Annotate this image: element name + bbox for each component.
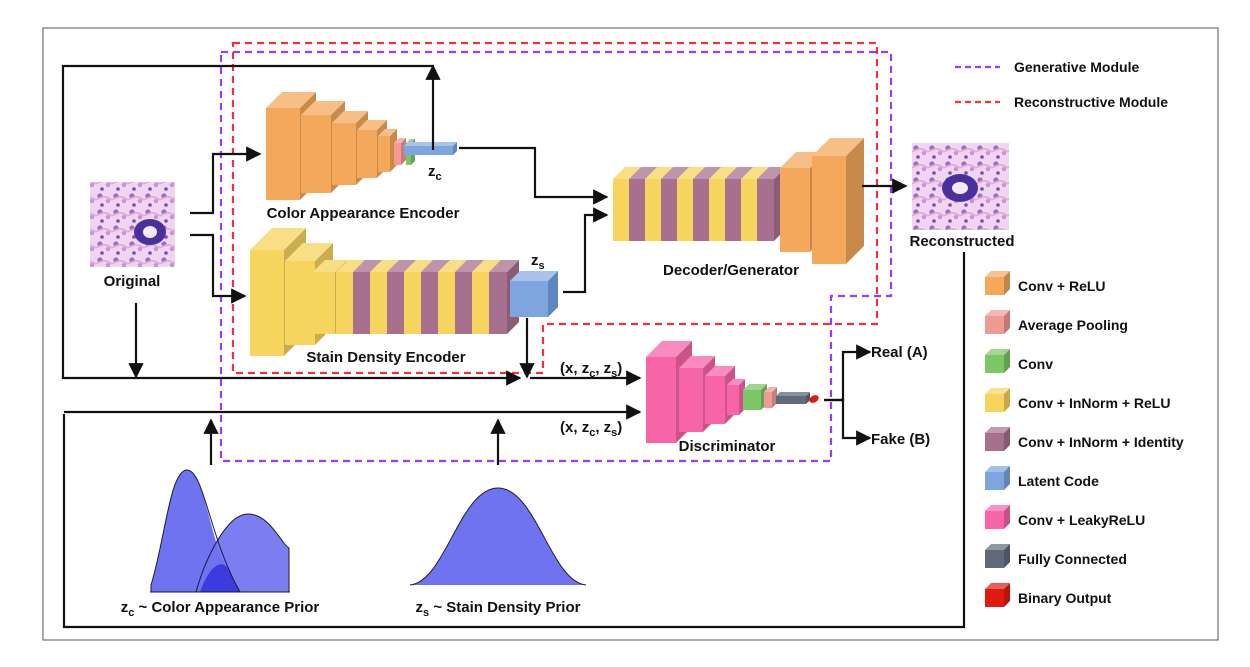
tuple-label-bottom: (x, zc, zs)	[560, 419, 622, 439]
legend-swatch	[985, 388, 1010, 412]
zc-label: zc	[428, 163, 442, 183]
legend-swatch	[985, 349, 1010, 373]
legend-label: Fully Connected	[1018, 551, 1127, 567]
fake-output-label: Fake (B)	[871, 431, 930, 448]
legend-label: Conv + InNorm + ReLU	[1018, 395, 1170, 411]
legend-item: Average Pooling	[985, 310, 1128, 334]
legend-label: Conv + ReLU	[1018, 278, 1106, 294]
latent-code-zc	[404, 142, 457, 155]
disc-layer	[727, 379, 745, 415]
stain-encoder-label: Stain Density Encoder	[306, 349, 465, 366]
decoder-upconv	[812, 138, 864, 264]
decoder-label: Decoder/Generator	[663, 262, 799, 279]
legend-swatch	[985, 310, 1010, 334]
color-prior-label: zc ~ Color Appearance Prior	[121, 599, 320, 619]
legend-label: Latent Code	[1018, 473, 1099, 489]
connections	[61, 64, 966, 629]
reconstructed-label: Reconstructed	[909, 233, 1014, 250]
legend-swatch	[985, 583, 1010, 607]
latent-code-zs	[510, 271, 558, 317]
legend-swatch	[985, 505, 1010, 529]
legend-item: Conv + InNorm + Identity	[985, 427, 1184, 451]
legend-item: Conv	[985, 349, 1053, 373]
stain-density-prior-plot	[409, 487, 587, 586]
legend-label: Conv + InNorm + Identity	[1018, 434, 1184, 450]
disc-binary-output	[809, 395, 819, 403]
real-output-label: Real (A)	[871, 344, 928, 361]
color-appearance-encoder	[266, 92, 415, 200]
module-legend: Generative Module Reconstructive Module	[955, 59, 1168, 110]
stain-prior-label: zs ~ Stain Density Prior	[416, 599, 581, 619]
discriminator-label: Discriminator	[679, 438, 776, 455]
legend-item: Conv + ReLU	[985, 271, 1106, 295]
legend-label: Conv	[1018, 356, 1053, 372]
legend-swatch	[985, 466, 1010, 490]
reconstructive-module-label: Reconstructive Module	[1014, 94, 1168, 110]
legend-item: Conv + LeakyReLU	[985, 505, 1145, 529]
legend-swatch	[985, 544, 1010, 568]
legend-item: Fully Connected	[985, 544, 1127, 568]
reconstructed-image	[912, 143, 1009, 230]
original-image	[90, 182, 175, 267]
tuple-label-top: (x, zc, zs)	[560, 360, 622, 380]
legend-item: Binary Output	[985, 583, 1112, 607]
color-encoder-label: Color Appearance Encoder	[267, 205, 460, 222]
generative-module-label: Generative Module	[1014, 59, 1139, 75]
stain-density-encoder	[250, 228, 519, 356]
disc-pool	[764, 387, 777, 408]
legend-label: Average Pooling	[1018, 317, 1128, 333]
disc-conv	[743, 384, 767, 410]
legend-item: Conv + InNorm + ReLU	[985, 388, 1170, 412]
zs-label: zs	[531, 252, 545, 272]
color-appearance-prior-plot	[150, 469, 290, 593]
legend-label: Conv + LeakyReLU	[1018, 512, 1145, 528]
decoder-generator	[613, 138, 864, 264]
discriminator	[646, 341, 819, 443]
legend-swatch	[985, 271, 1010, 295]
disc-fc	[776, 392, 810, 404]
legend-swatch	[985, 427, 1010, 451]
legend-label: Binary Output	[1018, 590, 1112, 606]
generative-module-box	[219, 50, 893, 463]
legend-item: Latent Code	[985, 466, 1099, 490]
color-enc-pool	[394, 138, 406, 165]
original-label: Original	[104, 273, 161, 290]
